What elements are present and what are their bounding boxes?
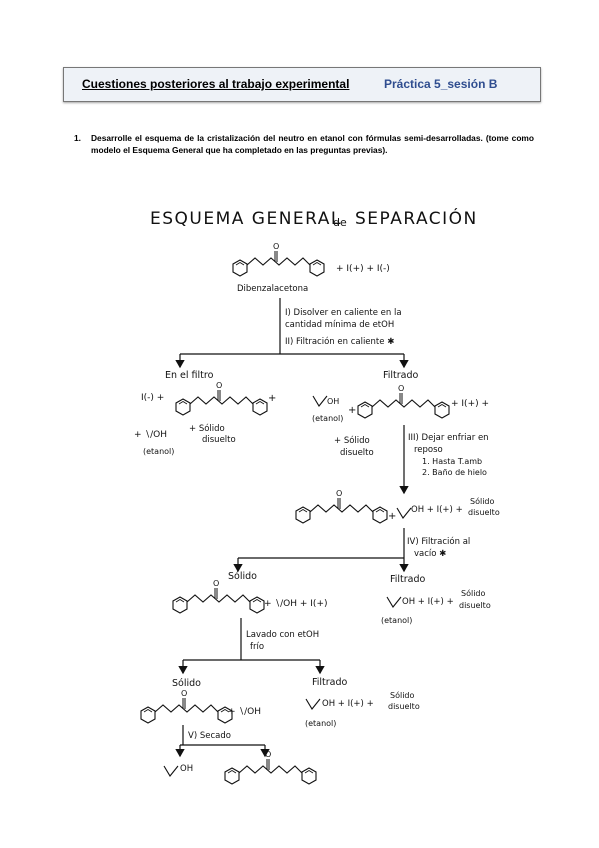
mid-solid2: disuelto xyxy=(468,508,500,517)
solido-2-rest: + ∖∕OH xyxy=(228,707,261,717)
filtrado-3-solid2: disuelto xyxy=(388,702,420,711)
filter-left-solid2: disuelto xyxy=(202,435,236,445)
filtrado-3-etanol: (etanol) xyxy=(305,719,336,728)
step-1b-label: cantidad mínima de etOH xyxy=(285,320,394,330)
filter-left-etoh: + ∖∕OH xyxy=(134,430,167,440)
filter-left-solid: + Sólido xyxy=(189,423,225,434)
scheme-title-part-c: SEPARACIÓN xyxy=(355,207,478,229)
filter-left-title: En el filtro xyxy=(165,370,214,381)
solido-2-title: Sólido xyxy=(172,678,201,689)
filtrado-3-title: Filtrado xyxy=(312,677,348,688)
scheme-title-part-a: ESQUEMA GENERAL xyxy=(150,209,342,229)
section-title: Cuestiones posteriores al trabajo experi… xyxy=(82,77,350,91)
solido-1-title: Sólido xyxy=(228,571,257,582)
filtrado-1-etanol: (etanol) xyxy=(312,414,343,423)
filtrado-1-solid2: disuelto xyxy=(340,448,374,458)
filtrado-2-solid2: disuelto xyxy=(459,601,491,610)
mid-mixture: + OH + I(+) + Sólido disuelto xyxy=(296,489,500,523)
filter-left-branch: En el filtro I(-) + + + ∖∕OH (etanol) + … xyxy=(134,370,276,456)
filtrado-1-title: Filtrado xyxy=(383,370,419,381)
step-3-label: III) Dejar enfriar en xyxy=(408,433,489,443)
start-impurities-label: + I(+) + I(-) xyxy=(336,264,390,274)
step-3b-label: reposo xyxy=(414,445,443,455)
filtrado-1-branch: Filtrado OH (etanol) + + I(+) + + Sólido… xyxy=(312,370,489,458)
filtrado-1-solid: + Sólido xyxy=(334,435,370,446)
solido-2-branch: Sólido + ∖∕OH xyxy=(141,678,261,723)
mid-solid: Sólido xyxy=(470,496,494,506)
step-3c-label: 1. Hasta T.amb xyxy=(422,457,482,466)
filtrado-3-solid: Sólido xyxy=(390,690,414,700)
practice-session-label: Práctica 5_sesión B xyxy=(384,77,498,91)
scheme-title: ESQUEMA GENERAL de SEPARACIÓN xyxy=(150,207,478,229)
final-products: OH xyxy=(163,750,316,784)
filter-left-etanol: (etanol) xyxy=(143,447,174,456)
question-number: 1. xyxy=(74,133,81,143)
filtrado-1-oh: OH xyxy=(327,397,339,406)
mid-plus: + xyxy=(388,511,396,522)
solido-1-branch: Sólido + ∖∕OH + I(+) xyxy=(173,571,328,613)
step-5b-label: frío xyxy=(250,642,264,652)
question-text: Desarrolle el esquema de la cristalizaci… xyxy=(91,133,534,155)
start-compound-label: Dibenzalacetona xyxy=(237,284,308,294)
final-oh: OH xyxy=(180,764,193,774)
step-4b-label: vacío ✱ xyxy=(414,549,446,559)
solido-1-rest: + ∖∕OH + I(+) xyxy=(264,599,328,609)
filtrado-2-etanol: (etanol) xyxy=(381,616,412,625)
section-header: Cuestiones posteriores al trabajo experi… xyxy=(63,67,541,102)
step-5-label: Lavado con etOH xyxy=(246,630,319,640)
scheme-title-part-b: de xyxy=(333,216,347,229)
mid-rest: OH + I(+) + xyxy=(411,505,463,515)
step-1-label: I) Disolver en caliente en la xyxy=(285,308,402,318)
filtrado-1-impurities: + I(+) + xyxy=(451,399,489,409)
filtrado-2-rest: OH + I(+) + xyxy=(402,597,454,607)
filtrado-1-plus: + xyxy=(348,405,356,416)
step-4-label: IV) Filtración al xyxy=(407,536,470,547)
filtrado-2-solid: Sólido xyxy=(461,588,485,598)
filter-left-prefix: I(-) + xyxy=(141,393,164,403)
step-3d-label: 2. Baño de hielo xyxy=(422,468,487,477)
step-2-label: II) Filtración en caliente ✱ xyxy=(285,336,394,347)
starting-compound: + I(+) + I(-) Dibenzalacetona xyxy=(233,242,390,294)
filter-left-plus: + xyxy=(268,393,276,404)
filtrado-3-branch: Filtrado OH + I(+) + Sólido disuelto (et… xyxy=(305,677,420,728)
filtrado-2-title: Filtrado xyxy=(390,574,426,585)
filtrado-3-rest: OH + I(+) + xyxy=(322,699,374,709)
filtrado-2-branch: Filtrado OH + I(+) + Sólido disuelto (et… xyxy=(381,574,491,625)
step-6-label: V) Secado xyxy=(188,731,231,741)
